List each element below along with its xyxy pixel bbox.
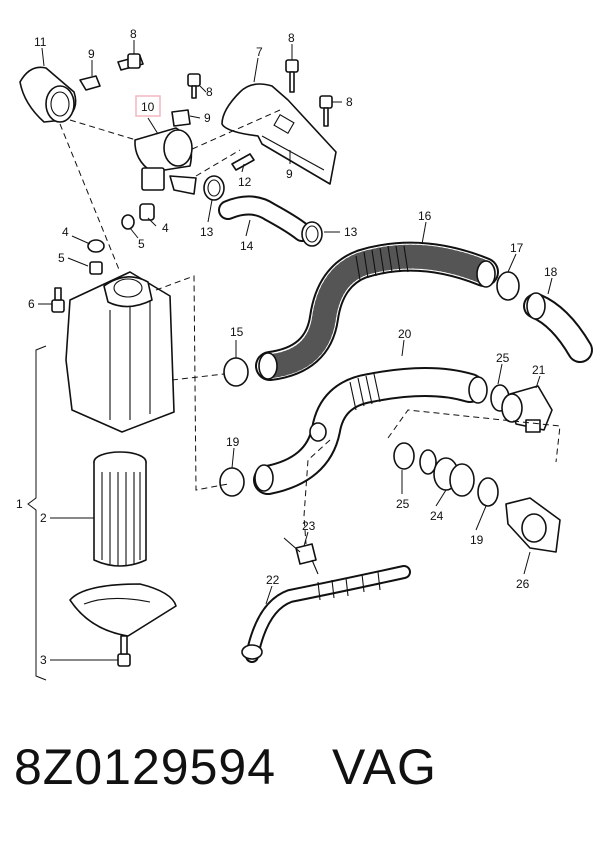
callout-label: 6 <box>28 297 35 311</box>
callout-label: 17 <box>510 241 524 255</box>
callout-label: 24 <box>430 509 444 523</box>
hose-clamp-part <box>301 221 323 247</box>
clip-part <box>171 109 191 127</box>
upper-intake-hose-part <box>255 241 499 381</box>
callout-label: 25 <box>496 351 510 365</box>
callout-label: 8 <box>130 27 137 41</box>
screw-part <box>319 95 333 127</box>
callout-label: 18 <box>544 265 558 279</box>
bracket-part <box>283 537 319 575</box>
callout-label: 22 <box>266 573 280 587</box>
intake-snorkel-part <box>19 66 77 123</box>
callout-label: 20 <box>398 327 412 341</box>
hose-clamp-part <box>477 477 499 507</box>
callout-label: 8 <box>206 85 213 99</box>
callout-label: 15 <box>230 325 244 339</box>
hose-clamp-part <box>468 376 510 412</box>
callout-label: 1 <box>16 497 23 511</box>
highlight-box <box>135 95 161 117</box>
hose-clamp-part <box>223 352 278 387</box>
housing-lid-part <box>69 583 177 637</box>
callout-label: 4 <box>62 225 69 239</box>
filter-element-part <box>93 451 147 567</box>
callout-label: 12 <box>238 175 252 189</box>
air-mass-sensor-part <box>501 385 553 433</box>
callout-label: 13 <box>200 225 214 239</box>
callout-label: 9 <box>204 111 211 125</box>
screw-part <box>117 635 131 667</box>
filter-housing-part <box>65 271 175 433</box>
small-hose-part <box>218 195 312 242</box>
footer-caption: 8Z0129594 VAG <box>14 738 437 808</box>
callout-label: 26 <box>516 577 530 591</box>
bolt-part <box>51 239 105 313</box>
callout-label: 11 <box>34 35 47 49</box>
assembly-outline <box>387 409 561 463</box>
parts-diagram: 11 9 8 10 9 8 7 8 8 9 12 13 14 13 4 5 4 … <box>16 27 593 681</box>
vent-hose-part <box>241 565 411 663</box>
callout-label: 5 <box>138 237 145 251</box>
sensor-housing-part <box>433 457 475 497</box>
resonator-elbow-part <box>134 127 197 195</box>
intake-adapter-part <box>505 497 561 553</box>
part-number: 8Z0129594 <box>14 739 277 795</box>
callout-labels: 11 9 8 10 9 8 7 8 8 9 12 13 14 13 4 5 4 … <box>16 27 558 667</box>
callout-label: 9 <box>88 47 95 61</box>
callout-label: 23 <box>302 519 316 533</box>
hose-clamp-part <box>203 175 225 201</box>
callout-label: 25 <box>396 497 410 511</box>
callout-label: 13 <box>344 225 358 239</box>
hose-clamp-part <box>219 464 274 497</box>
screw-part <box>231 153 255 171</box>
hose-clamp-part <box>393 442 437 475</box>
clip-part <box>79 75 101 91</box>
brand-name: VAG <box>332 739 437 795</box>
callout-label: 7 <box>256 45 263 59</box>
callout-label: 5 <box>58 251 65 265</box>
outlet-pipe-part <box>523 292 593 363</box>
connector-part <box>309 422 327 442</box>
callout-label: 3 <box>40 653 47 667</box>
screw-part <box>285 59 299 93</box>
nut-part <box>121 203 155 230</box>
screw-part <box>117 53 144 71</box>
callout-label: 19 <box>470 533 484 547</box>
relation-lines <box>59 109 331 545</box>
callout-label: 19 <box>226 435 240 449</box>
group-bracket <box>27 345 47 681</box>
callout-label: 4 <box>162 221 169 235</box>
callout-label: 16 <box>418 209 432 223</box>
callout-label: 9 <box>286 167 293 181</box>
callout-label: 2 <box>40 511 47 525</box>
callout-label-highlighted: 10 <box>141 100 155 114</box>
callout-label: 8 <box>288 31 295 45</box>
callout-label: 8 <box>346 95 353 109</box>
screw-part <box>187 73 201 99</box>
air-duct-part <box>221 83 337 185</box>
leader-lines <box>38 40 553 661</box>
callout-label: 21 <box>532 363 546 377</box>
callout-label: 14 <box>240 239 254 253</box>
